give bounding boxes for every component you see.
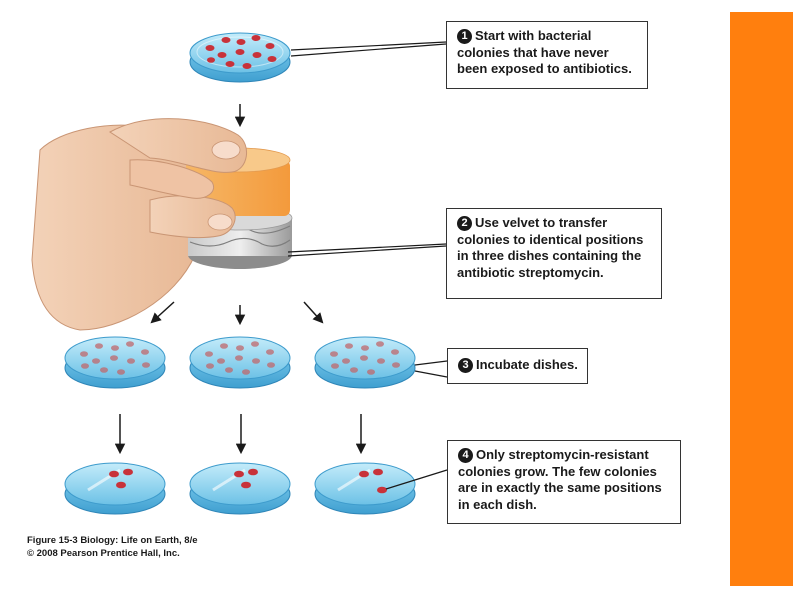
step-3-text: Incubate dishes. (476, 357, 578, 372)
arrow-right-diagonal (303, 301, 324, 324)
step-4-number-badge: 4 (458, 448, 473, 463)
leader-line-step-2 (287, 243, 447, 257)
petri-dish-original (189, 32, 291, 83)
hand-with-velvet-stamp (31, 118, 293, 331)
petri-dish-resistant-3 (314, 462, 416, 515)
figure-credit-line: Figure 15-3 Biology: Life on Earth, 8/e (27, 535, 198, 546)
step-1-text: Start with bacterial colonies that have … (457, 28, 632, 76)
step-4-text: Only streptomycin-resistant colonies gro… (458, 447, 662, 512)
arrow-left-diagonal (150, 301, 175, 324)
petri-dish-resistant-2 (189, 462, 291, 515)
step-2-text: Use velvet to transfer colonies to ident… (457, 215, 644, 280)
accent-bar (730, 12, 793, 586)
copyright-line: © 2008 Pearson Prentice Hall, Inc. (27, 548, 180, 559)
leader-line-step-1 (290, 41, 447, 57)
leader-line-step-4 (385, 469, 448, 490)
step-3-number-badge: 3 (458, 358, 473, 373)
step-2-number-badge: 2 (457, 216, 472, 231)
leader-line-step-3 (414, 360, 448, 378)
step-1-number-badge: 1 (457, 29, 472, 44)
petri-dish-streptomycin-3 (314, 336, 416, 389)
petri-dish-resistant-1 (64, 462, 166, 515)
petri-dish-streptomycin-1 (64, 336, 166, 389)
petri-dish-streptomycin-2 (189, 336, 291, 389)
colony-group (205, 35, 277, 69)
